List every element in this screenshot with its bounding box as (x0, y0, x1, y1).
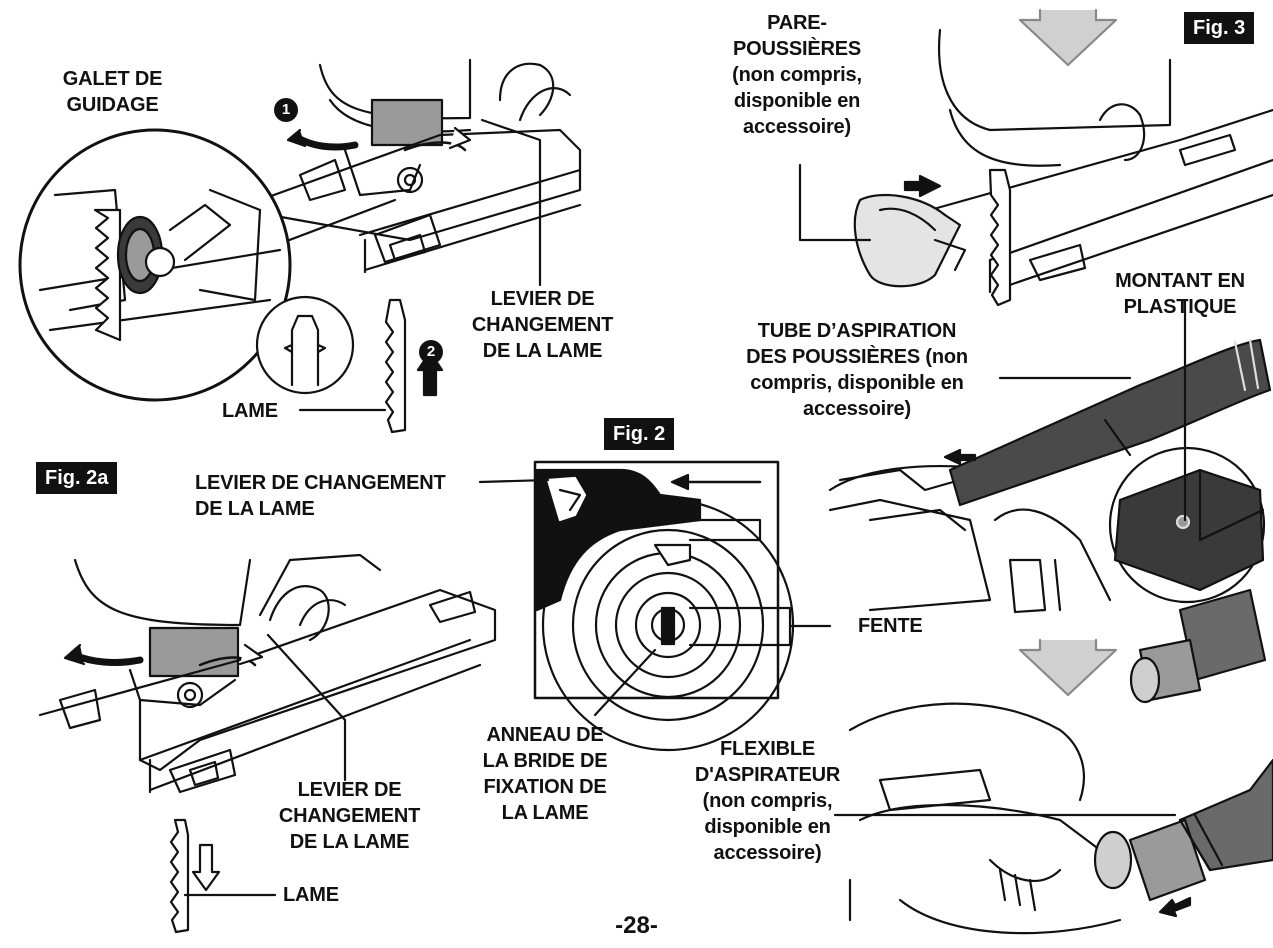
leader-levier-fig2 (478, 478, 550, 484)
leader-lever-top (480, 118, 542, 287)
step-one-badge: 1 (274, 98, 298, 122)
page-number: -28- (615, 912, 658, 939)
label-flexible-aspirateur: FLEXIBLE D'ASPIRATEUR (non compris, disp… (694, 738, 841, 864)
figure-label-fig2a: Fig. 2a (36, 462, 118, 494)
label-anneau: ANNEAU DE LA BRIDE DE FIXATION DE LA LAM… (482, 724, 608, 824)
guide-roller-magnifier (18, 128, 292, 402)
jigsaw-fig2a-drawing (38, 553, 497, 934)
label-lame-top: LAME (222, 400, 278, 422)
leader-lever-bottom (266, 633, 347, 782)
label-pare-poussieres: PARE- POUSSIÈRES (non compris, disponibl… (732, 12, 862, 138)
figure-label-fig3: Fig. 3 (1184, 12, 1255, 44)
vacuum-hose-drawing (833, 588, 1273, 935)
dust-tube-drawing (828, 298, 1272, 614)
figure-label-fig2: Fig. 2 (604, 418, 675, 450)
label-levier-top: LEVIER DE CHANGEMENT DE LA LAME (471, 288, 614, 362)
label-fente: FENTE (858, 615, 923, 637)
label-lame-bottom: LAME (283, 884, 339, 906)
label-galet-de-guidage: GALET DE GUIDAGE (62, 68, 163, 116)
label-levier-fig2: LEVIER DE CHANGEMENT DE LA LAME (195, 472, 446, 520)
blade-shank-detail (255, 295, 444, 434)
label-tube-aspiration: TUBE D’ASPIRATION DES POUSSIÈRES (non co… (746, 320, 968, 420)
label-levier-bottom: LEVIER DE CHANGEMENT DE LA LAME (278, 779, 421, 853)
jigsaw-top-left-drawing (248, 58, 582, 274)
dust-shield-drawing (798, 8, 1273, 307)
label-montant-en-plastique: MONTANT EN PLASTIQUE (1115, 270, 1245, 318)
step-two-badge: 2 (419, 340, 443, 364)
clamp-ring-drawing (533, 460, 832, 752)
